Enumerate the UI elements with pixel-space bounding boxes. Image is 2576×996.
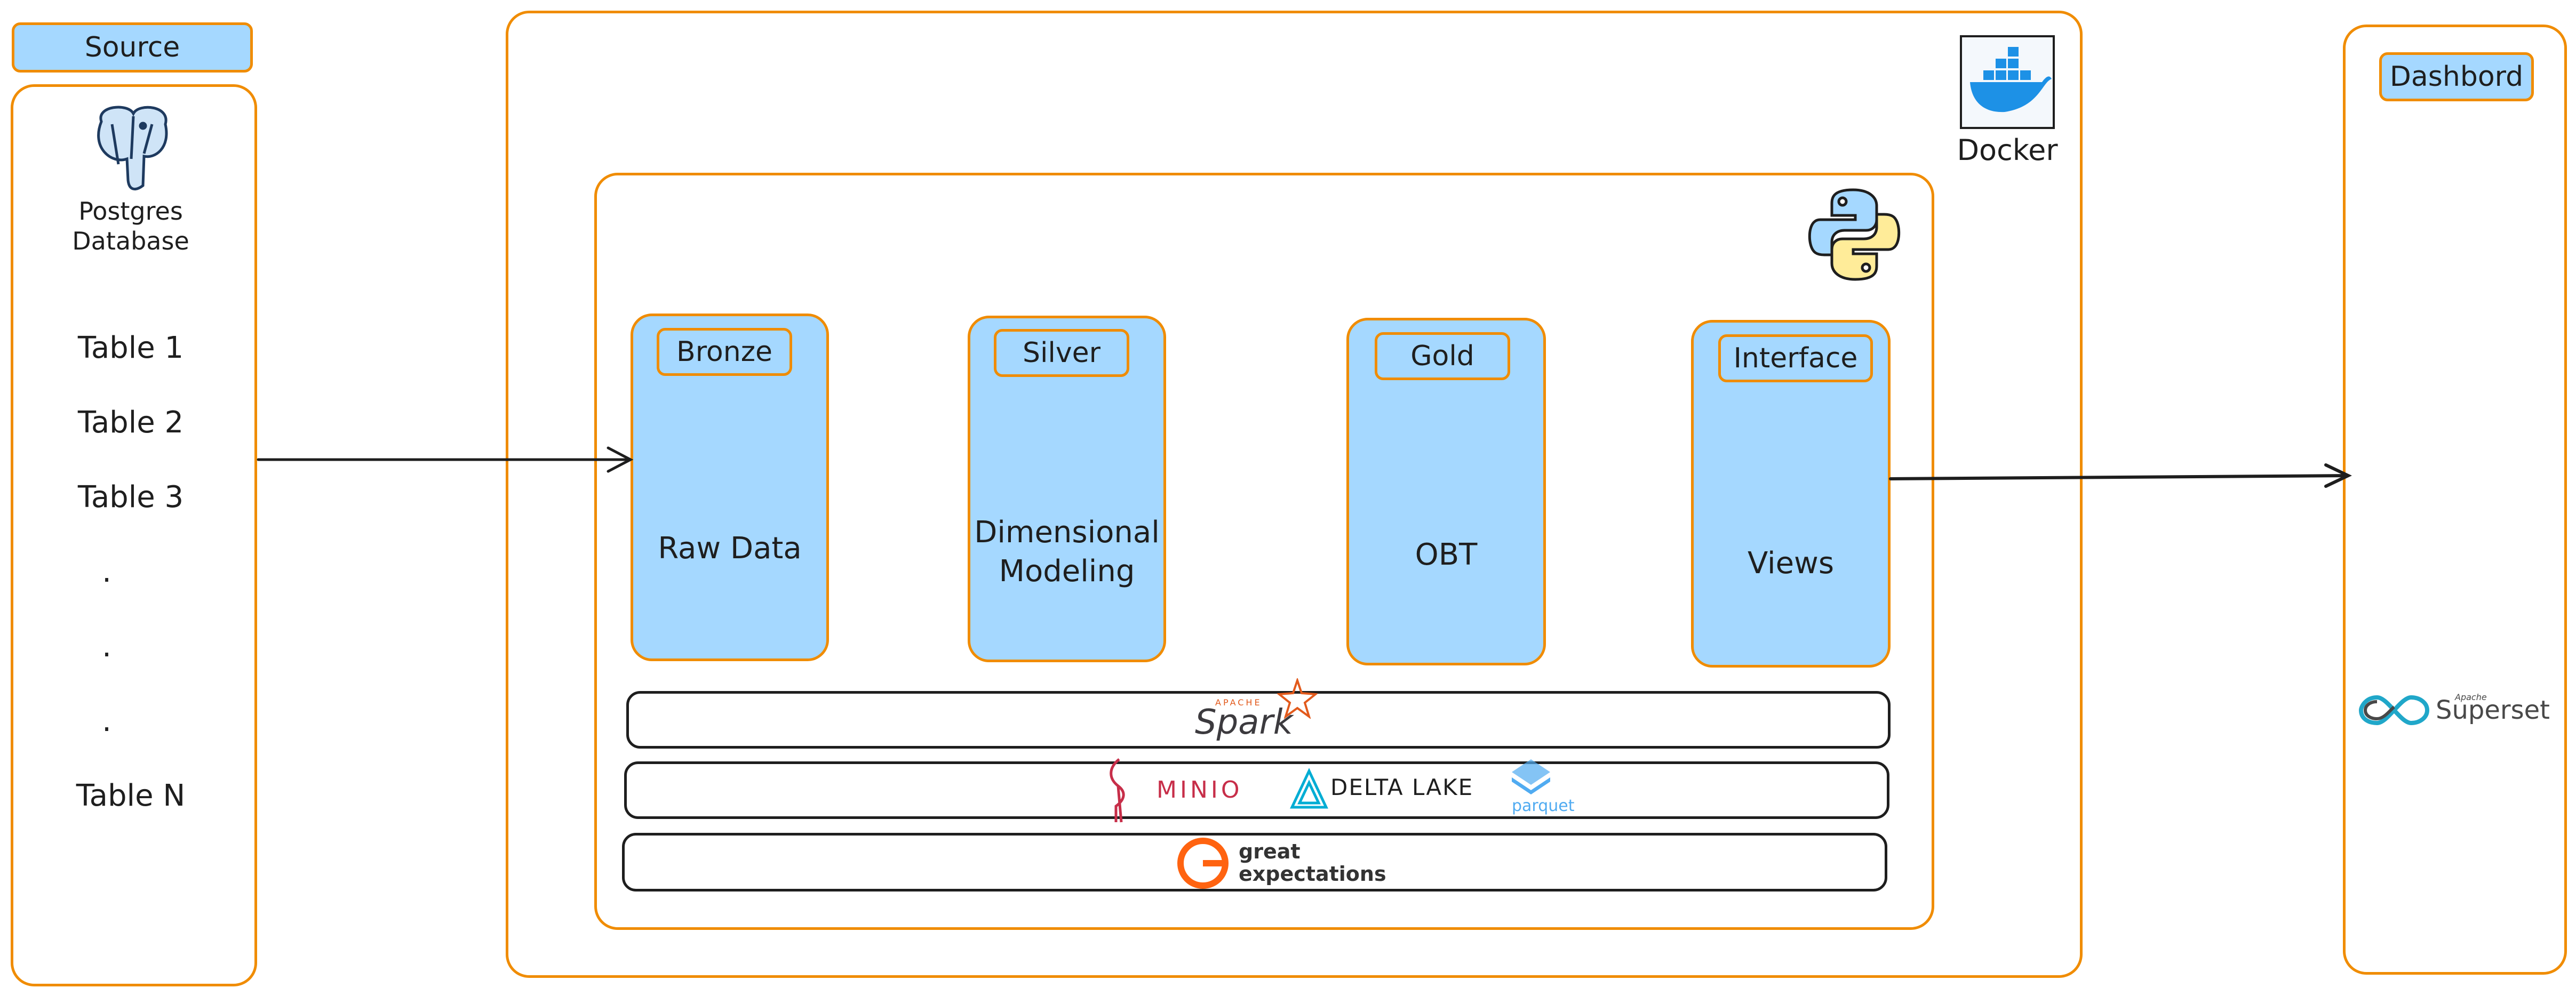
layer-title-pill: Gold (1375, 332, 1510, 380)
superset-small-label: Apache (2455, 692, 2487, 702)
layer-title-pill: Silver (994, 329, 1129, 377)
postgres-icon (97, 106, 168, 190)
spark-star-icon (1277, 678, 1318, 719)
docker-panel (506, 11, 2083, 978)
python-icon (1808, 188, 1901, 281)
layer-bronze: Bronze Raw Data (631, 314, 829, 661)
layer-gold: Gold OBT (1346, 318, 1546, 665)
table-item: Table N (76, 778, 186, 813)
storage-bar (624, 761, 1889, 819)
superset-label: Superset (2436, 695, 2550, 725)
source-label-text: Source (84, 31, 180, 63)
postgres-label-line2: Database (72, 227, 189, 255)
layer-description-line1: OBT (1415, 537, 1478, 572)
parquet-label: parquet (1512, 797, 1575, 815)
dashboard-panel (2343, 25, 2567, 975)
layer-title-pill: Bronze (657, 328, 792, 376)
arrow-source-to-bronze (257, 446, 634, 473)
table-item: . (102, 704, 111, 738)
layer-description: OBT (1349, 536, 1543, 575)
parquet-icon (1512, 759, 1550, 794)
layer-description-line1: Raw Data (658, 531, 802, 566)
layer-title: Bronze (676, 336, 772, 368)
source-panel (11, 84, 257, 986)
table-item: . (102, 629, 111, 664)
arrow-interface-to-dashboard (1889, 463, 2352, 488)
spark-logo: APACHE Spark (1190, 678, 1318, 749)
layer-description-line2: Modeling (999, 553, 1135, 589)
layer-description: Dimensional Modeling (970, 513, 1163, 591)
spark-bar (626, 691, 1891, 749)
postgres-label: Postgres Database (32, 196, 229, 256)
layer-description: Raw Data (633, 529, 826, 568)
layer-description: Views (1694, 544, 1888, 583)
layer-description-line1: Dimensional (974, 515, 1160, 550)
delta-lake-label: DELTA LAKE (1330, 774, 1474, 800)
dashboard-label: Dashbord (2379, 52, 2534, 101)
great-expectations-line2: expectations (1239, 862, 1386, 886)
table-item: Table 2 (77, 405, 184, 440)
great-expectations-line1: great (1239, 840, 1301, 863)
delta-lake-icon (1290, 768, 1328, 809)
postgres-label-line1: Postgres (78, 197, 183, 226)
quality-bar (622, 833, 1887, 891)
table-item: Table 1 (77, 331, 184, 365)
layer-silver: Silver Dimensional Modeling (968, 316, 1166, 662)
spark-logo-text: Spark (1195, 703, 1293, 742)
python-panel (594, 173, 1934, 930)
docker-label: Docker (1957, 133, 2058, 167)
layer-title-pill: Interface (1718, 334, 1873, 382)
layer-title: Silver (1022, 337, 1101, 369)
great-expectations-label: great expectations (1239, 840, 1386, 885)
source-label: Source (12, 22, 253, 73)
dashboard-label-text: Dashbord (2389, 61, 2524, 93)
table-item: Table 3 (77, 480, 184, 515)
layer-interface: Interface Views (1691, 320, 1891, 668)
table-item: . (102, 555, 111, 589)
minio-label: MINIO (1157, 776, 1243, 804)
great-expectations-icon (1177, 838, 1229, 889)
layer-title: Gold (1410, 340, 1474, 372)
layer-description-line1: Views (1747, 546, 1835, 581)
minio-icon (1110, 758, 1125, 823)
layer-title: Interface (1733, 342, 1858, 374)
spark-logo-small: APACHE (1215, 697, 1262, 708)
docker-icon (1960, 35, 2055, 129)
superset-icon (2358, 695, 2430, 726)
